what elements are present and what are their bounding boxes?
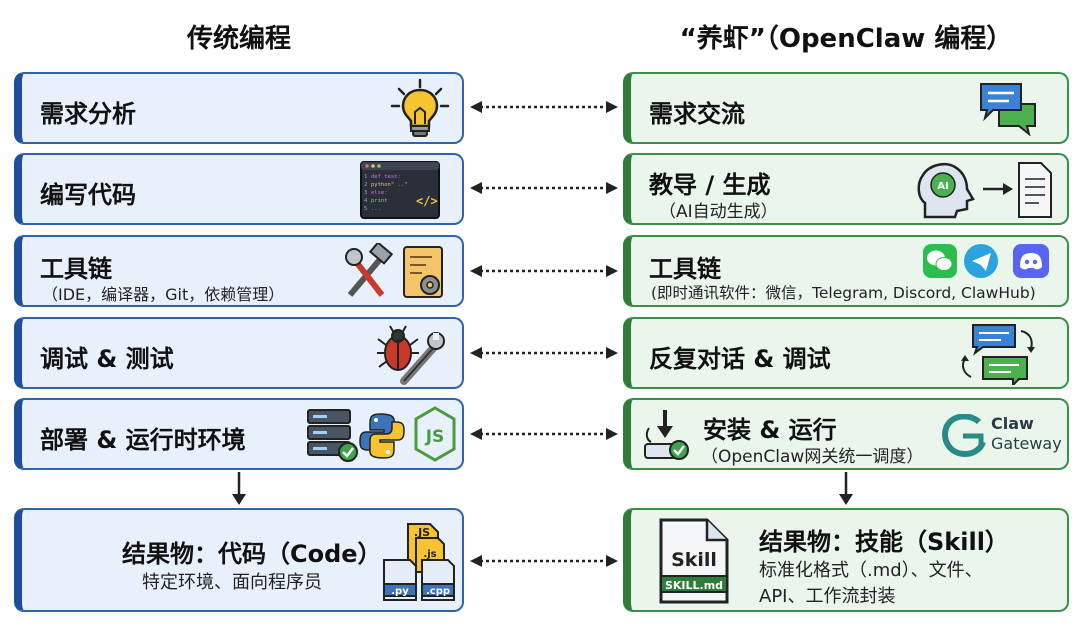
chat-bubbles-icon bbox=[980, 83, 1036, 136]
svg-text:2: 2 bbox=[364, 182, 367, 188]
result-title: 结果物：技能（Skill） bbox=[759, 528, 1009, 556]
bug-wrench-icon bbox=[377, 325, 445, 385]
svg-text:JS: JS bbox=[425, 427, 445, 447]
mapping-arrow-result bbox=[470, 555, 618, 567]
install-icon bbox=[644, 410, 689, 460]
right-step-install-run: 安装 & 运行 （OpenClaw网关统一调度） Claw Gateway bbox=[623, 398, 1069, 470]
step-title: 工具链 bbox=[649, 255, 721, 283]
tools-icon bbox=[345, 243, 443, 298]
right-column-title: “养虾”（OpenClaw 编程） bbox=[679, 24, 1013, 54]
lightbulb-icon bbox=[390, 78, 450, 137]
left-step-write-code: 编写代码 1 2 3 4 5 def test: python" .." els… bbox=[14, 153, 464, 225]
left-column-title: 传统编程 bbox=[186, 24, 291, 54]
svg-text:.cpp: .cpp bbox=[426, 586, 450, 597]
mapping-arrow-code bbox=[470, 182, 618, 194]
right-down-arrow bbox=[839, 472, 853, 505]
mapping-arrow-requirements bbox=[470, 101, 618, 113]
step-subtitle: （OpenClaw网关统一调度） bbox=[701, 447, 924, 467]
svg-text:1: 1 bbox=[364, 174, 367, 180]
result-subtitle-line1: 标准化格式（.md）、文件、 bbox=[759, 560, 983, 581]
svg-text:else:: else: bbox=[371, 190, 388, 196]
mapping-arrow-deploy bbox=[470, 428, 618, 440]
mapping-arrow-debug bbox=[470, 347, 618, 359]
result-subtitle-line2: API、工作流封装 bbox=[759, 586, 896, 607]
step-title: 反复对话 & 调试 bbox=[649, 345, 831, 373]
right-step-toolchain: 工具链 (即时通讯软件：微信，Telegram, Discord, ClawHu… bbox=[623, 235, 1069, 307]
server-python-node-icon: JS bbox=[307, 406, 456, 462]
step-title: 教导 / 生成 bbox=[649, 171, 771, 199]
step-title: 安装 & 运行 bbox=[703, 416, 837, 444]
right-step-teach-generate: 教导 / 生成 （AI自动生成） AI bbox=[623, 153, 1069, 225]
result-subtitle: 特定环境、面向程序员 bbox=[142, 572, 322, 593]
left-step-debug-test: 调试 & 测试 bbox=[14, 317, 464, 389]
result-title: 结果物：代码（Code） bbox=[122, 540, 382, 568]
gateway-logo-line2: Gateway bbox=[991, 434, 1062, 453]
right-result-skill: Skill SKILL.md 结果物：技能（Skill） 标准化格式（.md）、… bbox=[623, 508, 1069, 612]
svg-text:AI: AI bbox=[937, 181, 948, 192]
svg-text:3: 3 bbox=[364, 190, 367, 196]
step-subtitle: (即时通讯软件：微信，Telegram, Discord, ClawHub) bbox=[651, 284, 1036, 302]
left-result-code: 结果物：代码（Code） 特定环境、面向程序员 .JS .js .py .cpp bbox=[14, 508, 464, 612]
svg-text:4: 4 bbox=[364, 198, 368, 204]
left-step-toolchain: 工具链 （IDE，编译器，Git，依赖管理） bbox=[14, 235, 464, 307]
step-title: 部署 & 运行时环境 bbox=[40, 426, 246, 454]
svg-text:def test:: def test: bbox=[371, 174, 401, 180]
svg-text:.js: .js bbox=[423, 549, 436, 560]
step-title: 工具链 bbox=[40, 255, 112, 283]
right-step-iterate-debug: 反复对话 & 调试 bbox=[623, 317, 1069, 389]
left-step-requirements: 需求分析 bbox=[14, 72, 464, 144]
ai-head-document-icon: AI bbox=[917, 162, 1052, 219]
skill-file-icon: Skill SKILL.md bbox=[659, 518, 729, 604]
step-title: 编写代码 bbox=[40, 181, 136, 209]
svg-text:...: ... bbox=[371, 206, 381, 212]
step-subtitle: （IDE，编译器，Git，依赖管理） bbox=[42, 285, 285, 304]
messaging-apps-icon bbox=[923, 244, 1049, 278]
svg-text:</>: </> bbox=[416, 194, 438, 208]
step-subtitle: （AI自动生成） bbox=[659, 202, 778, 222]
step-title: 需求分析 bbox=[40, 100, 136, 128]
gateway-logo-line1: Claw bbox=[991, 414, 1034, 433]
code-editor-icon: 1 2 3 4 5 def test: python" .." else: pr… bbox=[360, 161, 440, 219]
svg-text:5: 5 bbox=[364, 206, 367, 212]
left-down-arrow bbox=[232, 472, 246, 505]
chat-refresh-icon bbox=[961, 324, 1035, 385]
right-step-communication: 需求交流 bbox=[623, 72, 1069, 144]
svg-text:Skill: Skill bbox=[671, 549, 717, 571]
claw-gateway-logo-icon bbox=[942, 414, 986, 458]
mapping-arrow-toolchain bbox=[470, 265, 618, 277]
step-title: 调试 & 测试 bbox=[40, 345, 174, 373]
svg-text:python" ..": python" .." bbox=[371, 182, 407, 188]
code-files-icon: .JS .js .py .cpp bbox=[383, 523, 455, 601]
svg-text:SKILL.md: SKILL.md bbox=[665, 579, 723, 592]
svg-text:print: print bbox=[371, 198, 388, 204]
svg-text:.py: .py bbox=[391, 586, 409, 597]
svg-text:.JS: .JS bbox=[414, 526, 430, 539]
step-title: 需求交流 bbox=[649, 100, 745, 128]
left-step-deploy-runtime: 部署 & 运行时环境 JS bbox=[14, 398, 464, 470]
